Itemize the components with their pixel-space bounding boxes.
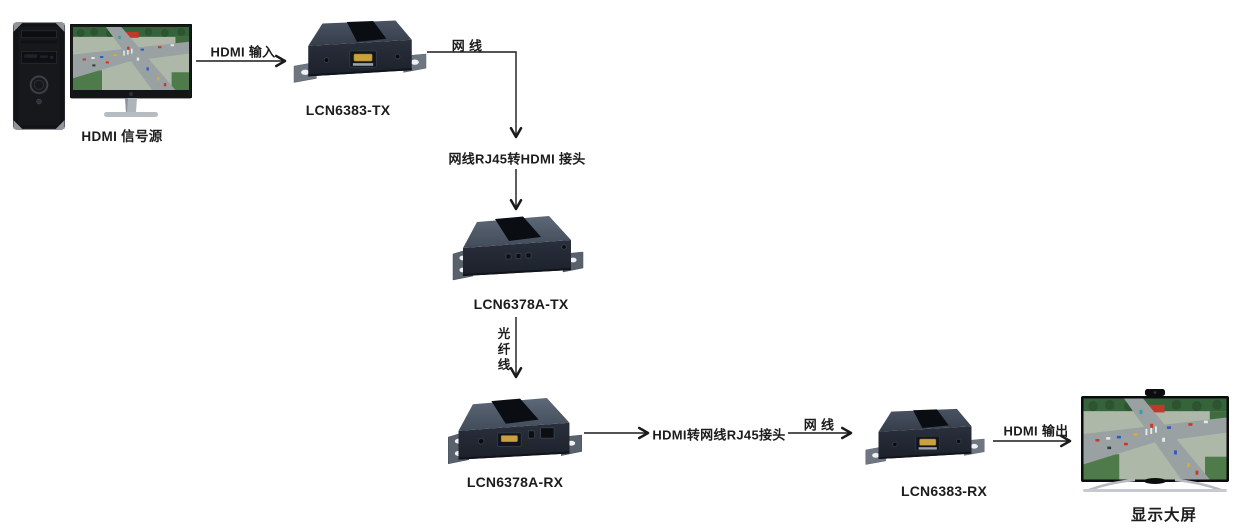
extender-lcn6383-tx-label: LCN6383-TX: [305, 102, 391, 118]
source-label: HDMI 信号源: [81, 129, 163, 144]
fiber-cable-label: 光纤线: [495, 326, 510, 374]
extender-lcn6378a-rx-label: LCN6378A-RX: [466, 474, 564, 490]
extender-lcn6378a-tx-label: LCN6378A-TX: [473, 296, 569, 312]
extender-lcn6383-rx-graphic: [865, 408, 985, 465]
net-cable-bottom-label: 网 线: [803, 417, 835, 433]
hdmi-input-label: HDMI 输入: [210, 44, 276, 60]
source-monitor-graphic: [70, 24, 192, 117]
hdmi-to-rj45-adapter-label: HDMI转网线RJ45接头: [652, 427, 786, 443]
net-cable-top-label: 网 线: [451, 38, 483, 54]
extender-lcn6378a-rx-graphic: [447, 397, 583, 465]
extender-lcn6383-rx-label: LCN6383-RX: [900, 483, 988, 499]
pc-tower-graphic: [12, 22, 66, 130]
display-tv-graphic: [1081, 389, 1229, 492]
display-label: 显示大屏: [1130, 507, 1198, 524]
hdmi-output-label: HDMI 输出: [1003, 423, 1069, 439]
extender-lcn6383-tx-graphic: [293, 20, 427, 83]
extender-lcn6378a-tx-graphic: [452, 215, 584, 281]
edge-net-cable-top: [427, 51, 523, 139]
rj45-to-hdmi-adapter-label: 网线RJ45转HDMI 接头: [448, 151, 586, 167]
